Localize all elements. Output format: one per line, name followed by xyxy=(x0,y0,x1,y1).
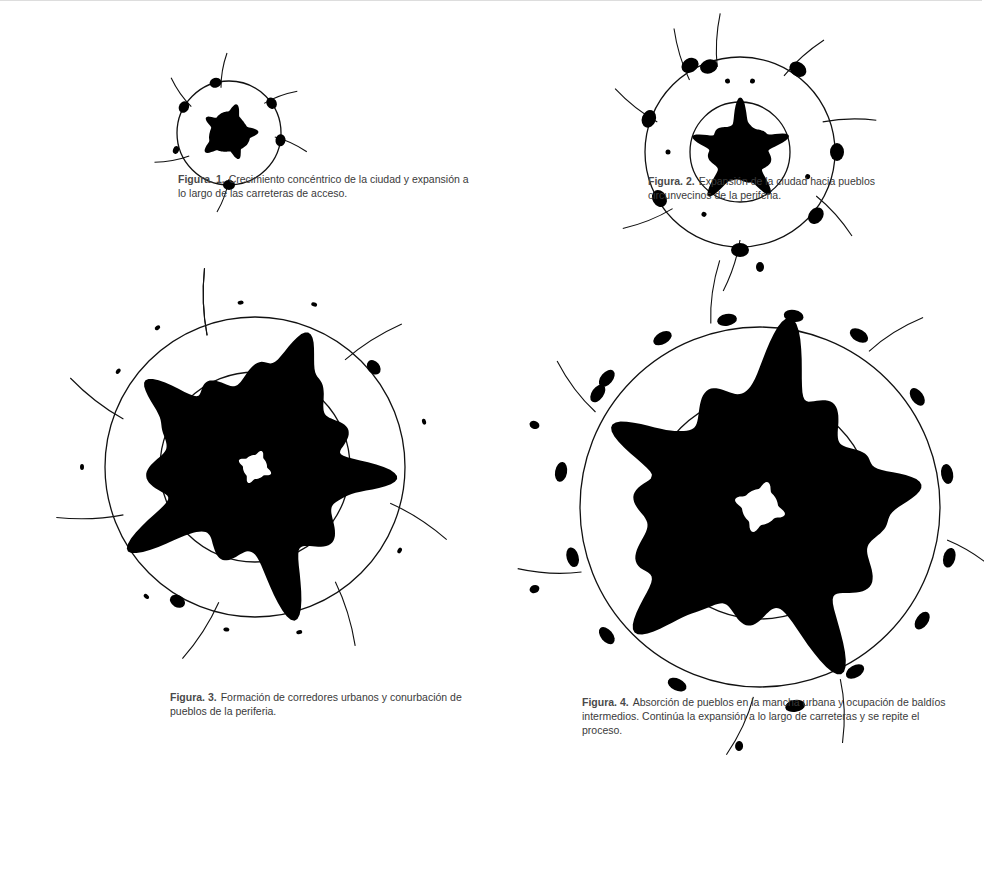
town-blob xyxy=(843,661,866,681)
town-blob xyxy=(596,624,618,647)
access-road xyxy=(203,268,207,335)
town-blob xyxy=(587,382,608,405)
figure-caption: Figura. 1.Crecimiento concéntrico de la … xyxy=(178,172,478,200)
town-blob xyxy=(941,547,958,569)
town-blob xyxy=(296,629,303,634)
ring-lines xyxy=(105,57,940,687)
access-road xyxy=(203,268,207,335)
town-blob xyxy=(698,57,720,76)
access-road xyxy=(390,503,447,539)
town-blob xyxy=(528,419,540,430)
page-frame xyxy=(0,0,982,3)
town-blob xyxy=(666,150,671,155)
town-blob xyxy=(115,368,122,375)
access-road xyxy=(182,602,218,659)
town-blob xyxy=(396,547,402,554)
town-blob xyxy=(564,546,581,568)
figure-number: Figura. 3. xyxy=(170,691,217,703)
town-blob xyxy=(177,99,192,114)
town-blob xyxy=(80,464,84,470)
town-blob xyxy=(805,204,827,227)
figure-number: Figura. 4. xyxy=(582,696,629,708)
town-blob xyxy=(750,78,756,84)
town-blob xyxy=(143,593,150,600)
town-blob xyxy=(421,418,426,425)
access-road xyxy=(711,260,720,323)
town-blob xyxy=(264,95,279,111)
town-blob xyxy=(275,134,287,147)
access-roads xyxy=(56,13,984,754)
access-road xyxy=(56,515,123,519)
town-blob xyxy=(311,302,318,308)
access-road xyxy=(70,378,123,419)
urban-stain xyxy=(80,55,984,752)
city-stain xyxy=(611,318,921,675)
town-blob xyxy=(666,675,689,694)
access-road xyxy=(518,569,582,574)
access-road xyxy=(716,13,720,67)
town-blob xyxy=(701,211,708,218)
figure-caption: Figura. 3.Formación de corredores urbano… xyxy=(170,690,470,718)
figure-caption: Figura. 2.Expansión de la ciudad hacia p… xyxy=(648,174,938,202)
figure-number: Figura. 1. xyxy=(178,173,225,185)
access-road xyxy=(557,361,595,412)
town-blob xyxy=(639,108,658,130)
town-blob xyxy=(847,325,870,345)
access-road xyxy=(335,582,355,646)
town-blob xyxy=(651,328,674,348)
town-blob xyxy=(223,627,230,632)
access-road xyxy=(155,156,190,162)
town-blob xyxy=(731,243,749,257)
city-stain xyxy=(127,332,397,620)
city-stain xyxy=(205,104,259,159)
figure-number: Figura. 2. xyxy=(648,175,695,187)
access-road xyxy=(823,119,877,122)
access-road xyxy=(171,78,191,107)
town-blob xyxy=(907,385,928,408)
town-blob xyxy=(237,300,243,305)
town-blob xyxy=(939,463,954,485)
town-blob xyxy=(528,584,540,595)
town-blob xyxy=(172,145,180,155)
access-road xyxy=(623,209,673,229)
access-road xyxy=(345,324,402,360)
access-road xyxy=(221,53,227,88)
figure-caption: Figura. 4.Absorción de pueblos en la man… xyxy=(582,695,962,737)
access-road xyxy=(869,318,923,352)
town-blob xyxy=(830,143,844,161)
town-blob xyxy=(154,324,161,331)
town-blob xyxy=(208,76,222,89)
town-blob xyxy=(679,55,702,76)
caption-text: Absorción de pueblos en la mancha urbana… xyxy=(582,696,946,736)
town-blob xyxy=(756,262,764,272)
town-blob xyxy=(364,357,383,377)
town-blob xyxy=(735,741,744,752)
town-blob xyxy=(725,78,731,84)
town-blob xyxy=(787,58,810,80)
town-blob xyxy=(716,312,738,327)
town-blob xyxy=(168,592,188,610)
town-blob xyxy=(783,308,805,323)
town-blob xyxy=(553,461,568,483)
town-blob xyxy=(912,609,933,632)
